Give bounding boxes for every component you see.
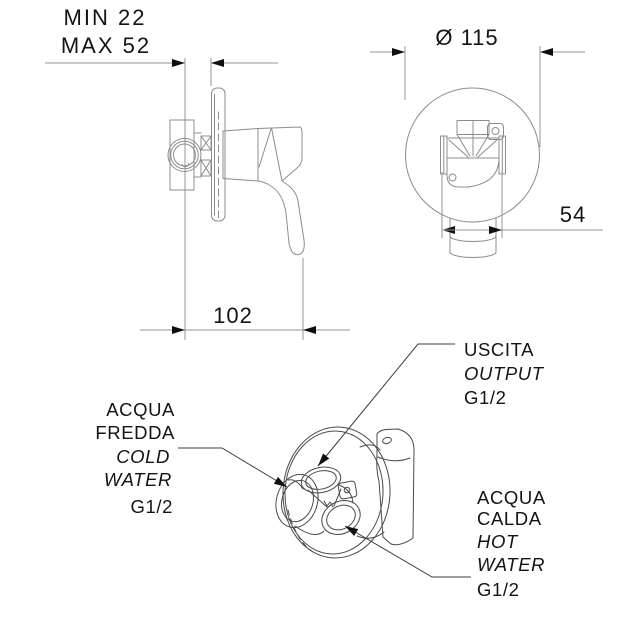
side-handle <box>222 126 305 256</box>
dimension-width-54: 54 <box>441 172 603 238</box>
iso-mounting-bracket <box>356 428 415 546</box>
side-view: MIN 22 MAX 52 <box>45 5 350 340</box>
output-label: USCITA OUTPUT G1/2 <box>464 339 545 408</box>
cold-water-label-line4: WATER <box>104 469 172 490</box>
width-54-label: 54 <box>560 202 586 227</box>
hot-water-label-line4: WATER <box>477 554 545 575</box>
front-bottom-pipe <box>449 217 497 258</box>
width-102-label: 102 <box>213 303 253 328</box>
output-label-line2: OUTPUT <box>464 363 545 384</box>
hot-water-leader-line <box>344 525 471 578</box>
front-view: Ø 115 <box>370 25 603 258</box>
hot-water-label-line3: HOT <box>477 531 519 552</box>
iso-cold-port <box>275 473 319 529</box>
hot-water-label: ACQUA CALDA HOT WATER G1/2 <box>477 487 546 600</box>
hot-water-label-line2: CALDA <box>477 508 542 529</box>
max-depth-label: MAX 52 <box>61 33 151 58</box>
side-escutcheon-plate <box>211 87 226 222</box>
output-label-line1: USCITA <box>464 339 534 360</box>
front-valve-body <box>440 120 506 188</box>
iso-leaders <box>178 343 471 578</box>
iso-flange-ring <box>282 426 391 559</box>
supply-connection-outer <box>167 138 202 172</box>
side-valve-body <box>167 119 212 191</box>
dimension-width-102: 102 <box>140 258 350 340</box>
output-leader-line <box>317 343 455 467</box>
iso-valve-body <box>275 466 361 536</box>
dimension-min-max-depth: MIN 22 MAX 52 <box>45 5 278 340</box>
cold-water-label-line2: FREDDA <box>95 422 175 443</box>
hot-water-label-line5: G1/2 <box>477 579 520 600</box>
front-escutcheon-circle <box>405 87 540 223</box>
iso-view: USCITA OUTPUT G1/2 ACQUA FREDDA COLD WAT… <box>95 339 546 600</box>
dimension-diameter-115: Ø 115 <box>370 25 585 147</box>
cold-water-label-line1: ACQUA <box>106 399 175 420</box>
cold-water-label-line5: G1/2 <box>130 496 173 517</box>
hot-water-label-line1: ACQUA <box>477 487 546 508</box>
output-label-line3: G1/2 <box>464 387 507 408</box>
min-depth-label: MIN 22 <box>64 5 147 30</box>
cold-water-label-line3: COLD <box>116 446 170 467</box>
cold-water-leader-line <box>178 447 288 488</box>
diameter-label: Ø 115 <box>435 25 498 50</box>
cold-water-label: ACQUA FREDDA COLD WATER G1/2 <box>95 399 175 517</box>
iso-output-port <box>300 466 342 494</box>
